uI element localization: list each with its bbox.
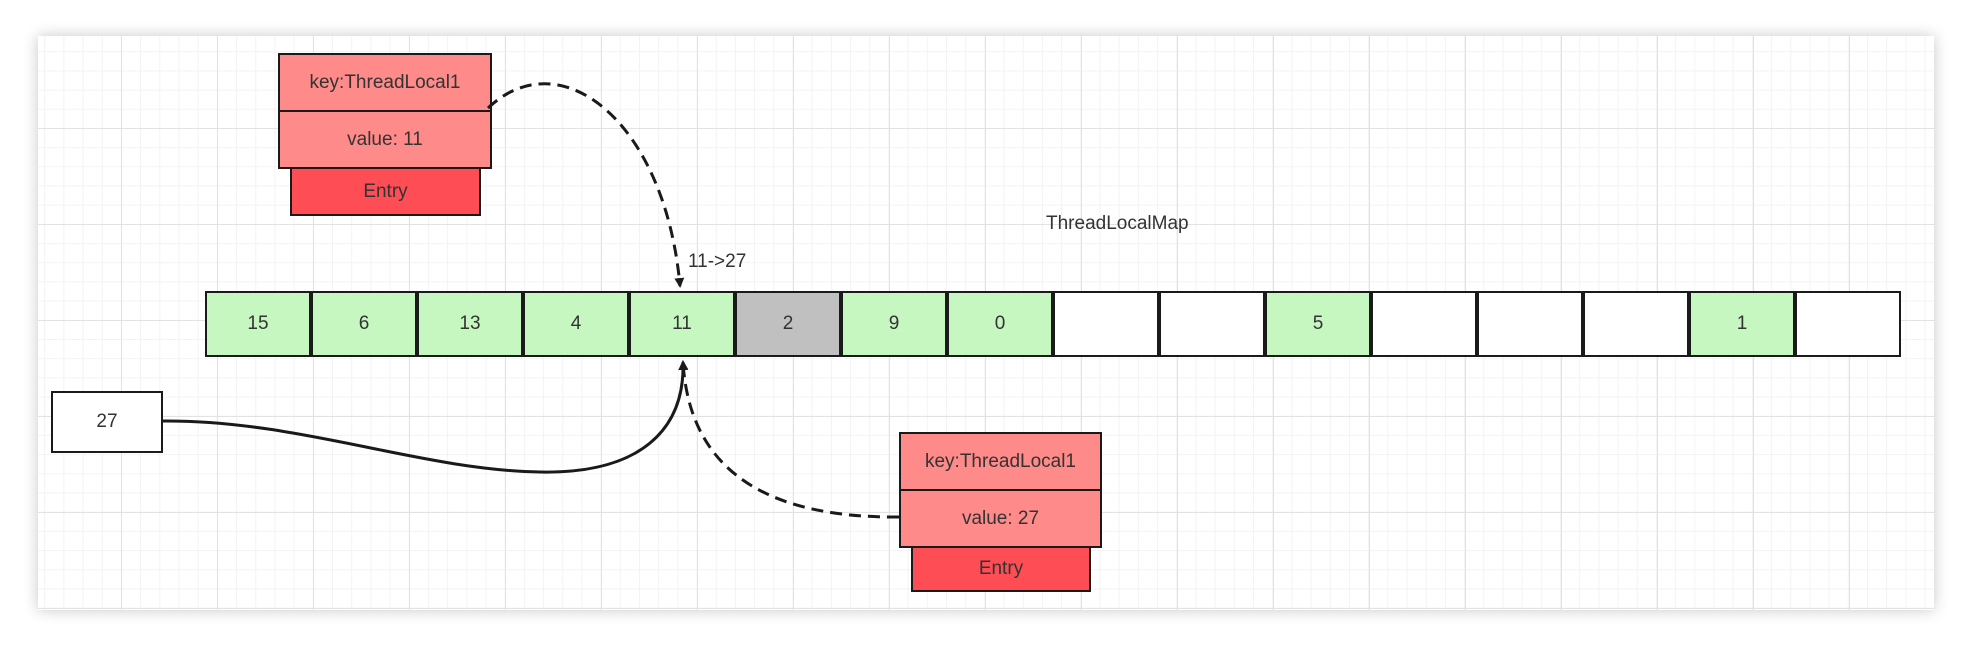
old-entry-name: Entry <box>290 167 481 216</box>
new-entry-key: key:ThreadLocal1 <box>899 432 1102 491</box>
map-slot-label: 0 <box>994 313 1006 334</box>
new-entry-value-text: value: 27 <box>961 507 1040 529</box>
map-slot: 1 <box>1689 291 1795 357</box>
map-slot <box>1371 291 1477 357</box>
new-entry-name: Entry <box>911 546 1091 592</box>
incoming-value-text: 27 <box>96 411 118 432</box>
old-entry-key-text: key:ThreadLocal1 <box>309 71 461 93</box>
map-slot-label: 5 <box>1312 313 1324 334</box>
map-slot-label: 15 <box>247 313 269 334</box>
old-entry-link-arrow <box>486 82 685 288</box>
new-entry-name-text: Entry <box>978 558 1024 579</box>
map-slot: 2 <box>735 291 841 357</box>
old-entry-value: value: 11 <box>278 110 492 169</box>
old-entry-name-text: Entry <box>363 180 408 202</box>
map-title: ThreadLocalMap <box>1046 213 1189 234</box>
map-slot <box>1795 291 1901 357</box>
map-slot-label: 4 <box>570 313 582 334</box>
map-slot: 11 <box>629 291 735 357</box>
map-slot-label: 6 <box>358 313 370 334</box>
old-entry-value-text: value: 11 <box>347 128 423 150</box>
incoming-value-box: 27 <box>51 391 163 453</box>
map-slot-label: 13 <box>459 313 481 334</box>
map-slot-label: 1 <box>1736 313 1748 334</box>
map-slot <box>1053 291 1159 357</box>
map-slot-label: 11 <box>672 313 692 334</box>
map-slot: 13 <box>417 291 523 357</box>
map-slot: 4 <box>523 291 629 357</box>
new-entry-key-text: key:ThreadLocal1 <box>924 450 1077 472</box>
map-slot: 15 <box>205 291 311 357</box>
map-slot-label: 2 <box>782 313 794 334</box>
map-slot <box>1159 291 1265 357</box>
map-slot: 9 <box>841 291 947 357</box>
map-slot: 6 <box>311 291 417 357</box>
update-label: 11->27 <box>688 251 747 272</box>
new-entry-value: value: 27 <box>899 489 1102 548</box>
map-slot: 5 <box>1265 291 1371 357</box>
map-slot <box>1477 291 1583 357</box>
incoming-value-arrow <box>162 360 689 474</box>
new-entry-link-arrow <box>678 360 900 519</box>
map-slot-label: 9 <box>888 313 900 334</box>
map-slot <box>1583 291 1689 357</box>
map-slot: 0 <box>947 291 1053 357</box>
